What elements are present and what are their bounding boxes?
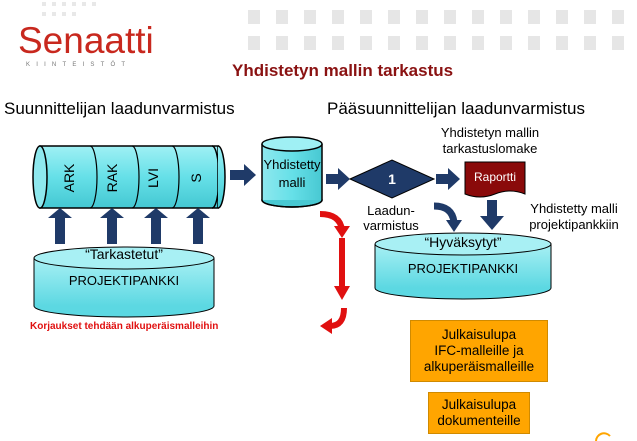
model-label-line1: Yhdistetty xyxy=(263,157,321,172)
left-project-bank xyxy=(33,246,215,318)
discipline-cylinder xyxy=(32,145,226,209)
logo-subtitle: KIINTEISTÖT xyxy=(26,62,132,68)
form-label-line2: tarkastuslomake xyxy=(442,141,538,156)
arrow-to-report xyxy=(436,168,460,190)
to-bank-line1: Yhdistetty malli xyxy=(530,201,618,216)
to-bank-line2: projektipankkiin xyxy=(529,217,619,232)
discipline-lvi: LVI xyxy=(145,168,161,188)
permit-ifc-line2: IFC-malleille ja xyxy=(434,342,524,358)
permit-box-docs: Julkaisulupa dokumenteille xyxy=(428,392,530,434)
arrow-to-model xyxy=(230,164,256,186)
qa-label-line2: varmistus xyxy=(363,218,419,233)
slide-title: Yhdistetyn mallin tarkastus xyxy=(232,61,454,80)
left-heading: Suunnittelijan laadunvarmistus xyxy=(4,99,235,118)
report-document xyxy=(464,161,526,198)
right-bank-name: PROJEKTIPANKKI xyxy=(407,261,519,276)
permit-ifc-line3: alkuperäismalleille xyxy=(423,359,535,375)
permit-docs-line1: Julkaisulupa xyxy=(441,396,517,412)
step-number: 1 xyxy=(388,171,396,187)
permit-ifc-line1: Julkaisulupa xyxy=(441,326,517,342)
left-bank-name: PROJEKTIPANKKI xyxy=(68,273,180,288)
report-label: Raportti xyxy=(473,170,517,184)
permit-docs-line2: dokumenteille xyxy=(437,413,521,428)
permit-box-ifc: Julkaisulupa IFC-malleille ja alkuperäis… xyxy=(410,320,548,382)
right-heading: Pääsuunnittelijan laadunvarmistus xyxy=(327,99,585,118)
right-bank-status: “Hyväksytyt” xyxy=(424,234,502,250)
decor-squares xyxy=(248,10,624,50)
discipline-s: S xyxy=(188,173,204,183)
decor-corner-mark xyxy=(595,432,611,441)
correction-note: Korjaukset tehdään alkuperäismalleihin xyxy=(30,321,219,332)
form-label-line1: Yhdistetyn mallin xyxy=(440,125,540,140)
qa-label-line1: Laadun- xyxy=(367,203,415,218)
discipline-rak: RAK xyxy=(104,163,120,193)
model-label-line2: malli xyxy=(278,175,306,190)
arrow-qa-to-bank xyxy=(433,202,462,232)
up-arrows xyxy=(48,208,210,244)
arrow-to-diamond xyxy=(326,168,350,190)
correction-arrows xyxy=(319,211,350,334)
discipline-ark: ARK xyxy=(61,163,77,193)
right-project-bank xyxy=(374,232,552,300)
decor-dots xyxy=(42,2,96,16)
combined-model-cylinder xyxy=(261,136,323,208)
senaatti-logo: Senaatti xyxy=(18,20,154,61)
step-diamond xyxy=(348,159,436,199)
arrow-report-to-bank xyxy=(480,200,504,230)
left-bank-status: “Tarkastetut” xyxy=(85,246,163,262)
